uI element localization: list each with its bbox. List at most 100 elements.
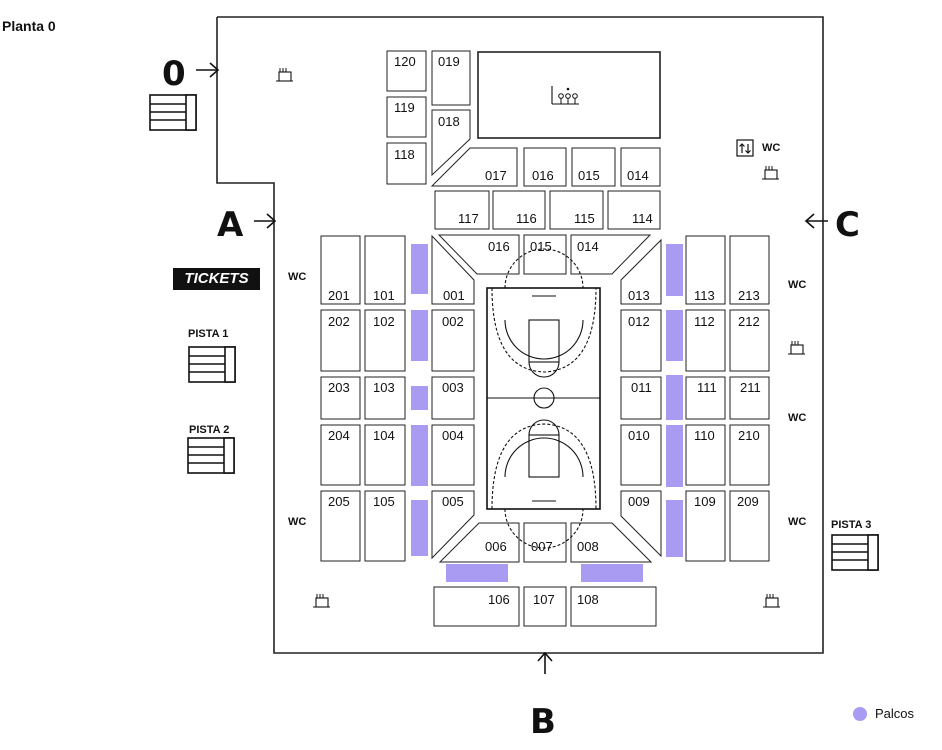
section-015[interactable]: 015 [523,234,567,275]
gate-b-arrow[interactable] [537,651,553,674]
wc-label-right-1: WC [788,279,806,291]
gate-b-label: B [530,702,556,742]
svg-text:110: 110 [694,428,715,443]
section-013[interactable]: 013 [620,238,662,305]
section-102[interactable]: 102 [364,309,406,372]
section-004[interactable]: 004 [431,424,475,486]
section-012[interactable]: 012 [620,309,662,372]
section-201[interactable]: 201 [320,235,361,305]
section-006[interactable]: 006 [438,522,520,563]
section-106[interactable]: 106 [433,586,520,627]
svg-text:011: 011 [631,380,652,395]
section-202[interactable]: 202 [320,309,361,372]
section-115[interactable]: 115 [549,190,604,230]
svg-text:203: 203 [328,380,350,395]
stairs-icon-pista-3 [831,534,879,571]
section-107[interactable]: 107 [523,586,567,627]
floor-title: Planta 0 [2,18,56,34]
section-108[interactable]: 108 [570,586,657,627]
svg-text:015: 015 [530,239,552,254]
palco-box[interactable] [666,244,683,296]
gate-c-arrow[interactable] [804,213,828,229]
section-112[interactable]: 112 [685,309,726,372]
section-116[interactable]: 116 [492,190,546,230]
palco-box[interactable] [446,564,508,582]
section-011[interactable]: 011 [620,376,662,420]
palco-box[interactable] [411,310,428,361]
svg-text:103: 103 [373,380,395,395]
svg-text:014: 014 [627,168,649,183]
section-119[interactable]: 119 [386,96,427,138]
building-outline [216,16,824,654]
section-114[interactable]: 114 [607,190,661,230]
section-014[interactable]: 014 [570,234,652,275]
section-211[interactable]: 211 [729,376,770,420]
press-table-icon [551,86,579,105]
section-212[interactable]: 212 [729,309,770,372]
section-003[interactable]: 003 [431,376,475,420]
section-209[interactable]: 209 [729,490,770,562]
palco-box[interactable] [411,425,428,486]
svg-text:111: 111 [697,380,717,395]
section-203[interactable]: 203 [320,376,361,420]
section-117[interactable]: 117 [434,190,490,230]
food-bar-icon [762,166,779,180]
svg-text:017: 017 [485,168,507,183]
section-008[interactable]: 008 [570,522,653,563]
section-205[interactable]: 205 [320,490,361,562]
section-213[interactable]: 213 [729,235,770,305]
section-005[interactable]: 005 [431,490,475,560]
section-009[interactable]: 009 [620,490,662,558]
gate-0-arrow[interactable] [196,62,220,78]
section-118[interactable]: 118 [386,142,427,185]
palco-box[interactable] [666,310,683,361]
section-210[interactable]: 210 [729,424,770,486]
stairs-icon-pista-2 [187,437,235,474]
svg-text:211: 211 [740,380,761,395]
section-002[interactable]: 002 [431,309,475,372]
section-110[interactable]: 110 [685,424,726,486]
tickets-badge[interactable]: TICKETS [173,268,260,290]
section-016[interactable]: 016 [437,234,520,275]
palco-box[interactable] [666,425,683,487]
palco-box[interactable] [411,386,428,410]
section-104[interactable]: 104 [364,424,406,486]
svg-text:120: 120 [394,54,416,69]
basketball-court [486,248,601,549]
svg-text:205: 205 [328,494,350,509]
section-204[interactable]: 204 [320,424,361,486]
legend: Palcos [853,706,914,721]
palco-box[interactable] [411,244,428,294]
section-019[interactable]: 019 [431,50,471,106]
legend-dot [853,706,867,721]
svg-text:108: 108 [577,592,599,607]
svg-text:115: 115 [574,211,595,226]
svg-text:015: 015 [578,168,600,183]
svg-text:014: 014 [577,239,599,254]
section-111[interactable]: 111 [685,376,726,420]
svg-text:016: 016 [488,239,510,254]
section-105[interactable]: 105 [364,490,406,562]
section-015-upper[interactable]: 015 [571,147,616,187]
palco-box[interactable] [666,375,683,420]
svg-text:018: 018 [438,114,460,129]
palco-box[interactable] [411,500,428,556]
section-007[interactable]: 007 [523,522,567,563]
gate-a-arrow[interactable] [254,213,277,229]
food-bar-icon [763,594,780,608]
wc-label-top-right: WC [762,142,780,154]
section-103[interactable]: 103 [364,376,406,420]
palco-box[interactable] [666,500,683,557]
palco-box[interactable] [581,564,643,582]
section-017-upper[interactable]: 017 [430,147,518,187]
section-101[interactable]: 101 [364,235,406,305]
section-001[interactable]: 001 [431,234,475,305]
svg-text:016: 016 [532,168,554,183]
section-016-upper[interactable]: 016 [523,147,567,187]
section-120[interactable]: 120 [386,50,427,92]
section-018[interactable]: 018 [431,109,471,177]
section-014-upper[interactable]: 014 [620,147,661,187]
section-109[interactable]: 109 [685,490,726,562]
section-010[interactable]: 010 [620,424,662,486]
section-113[interactable]: 113 [685,235,726,305]
